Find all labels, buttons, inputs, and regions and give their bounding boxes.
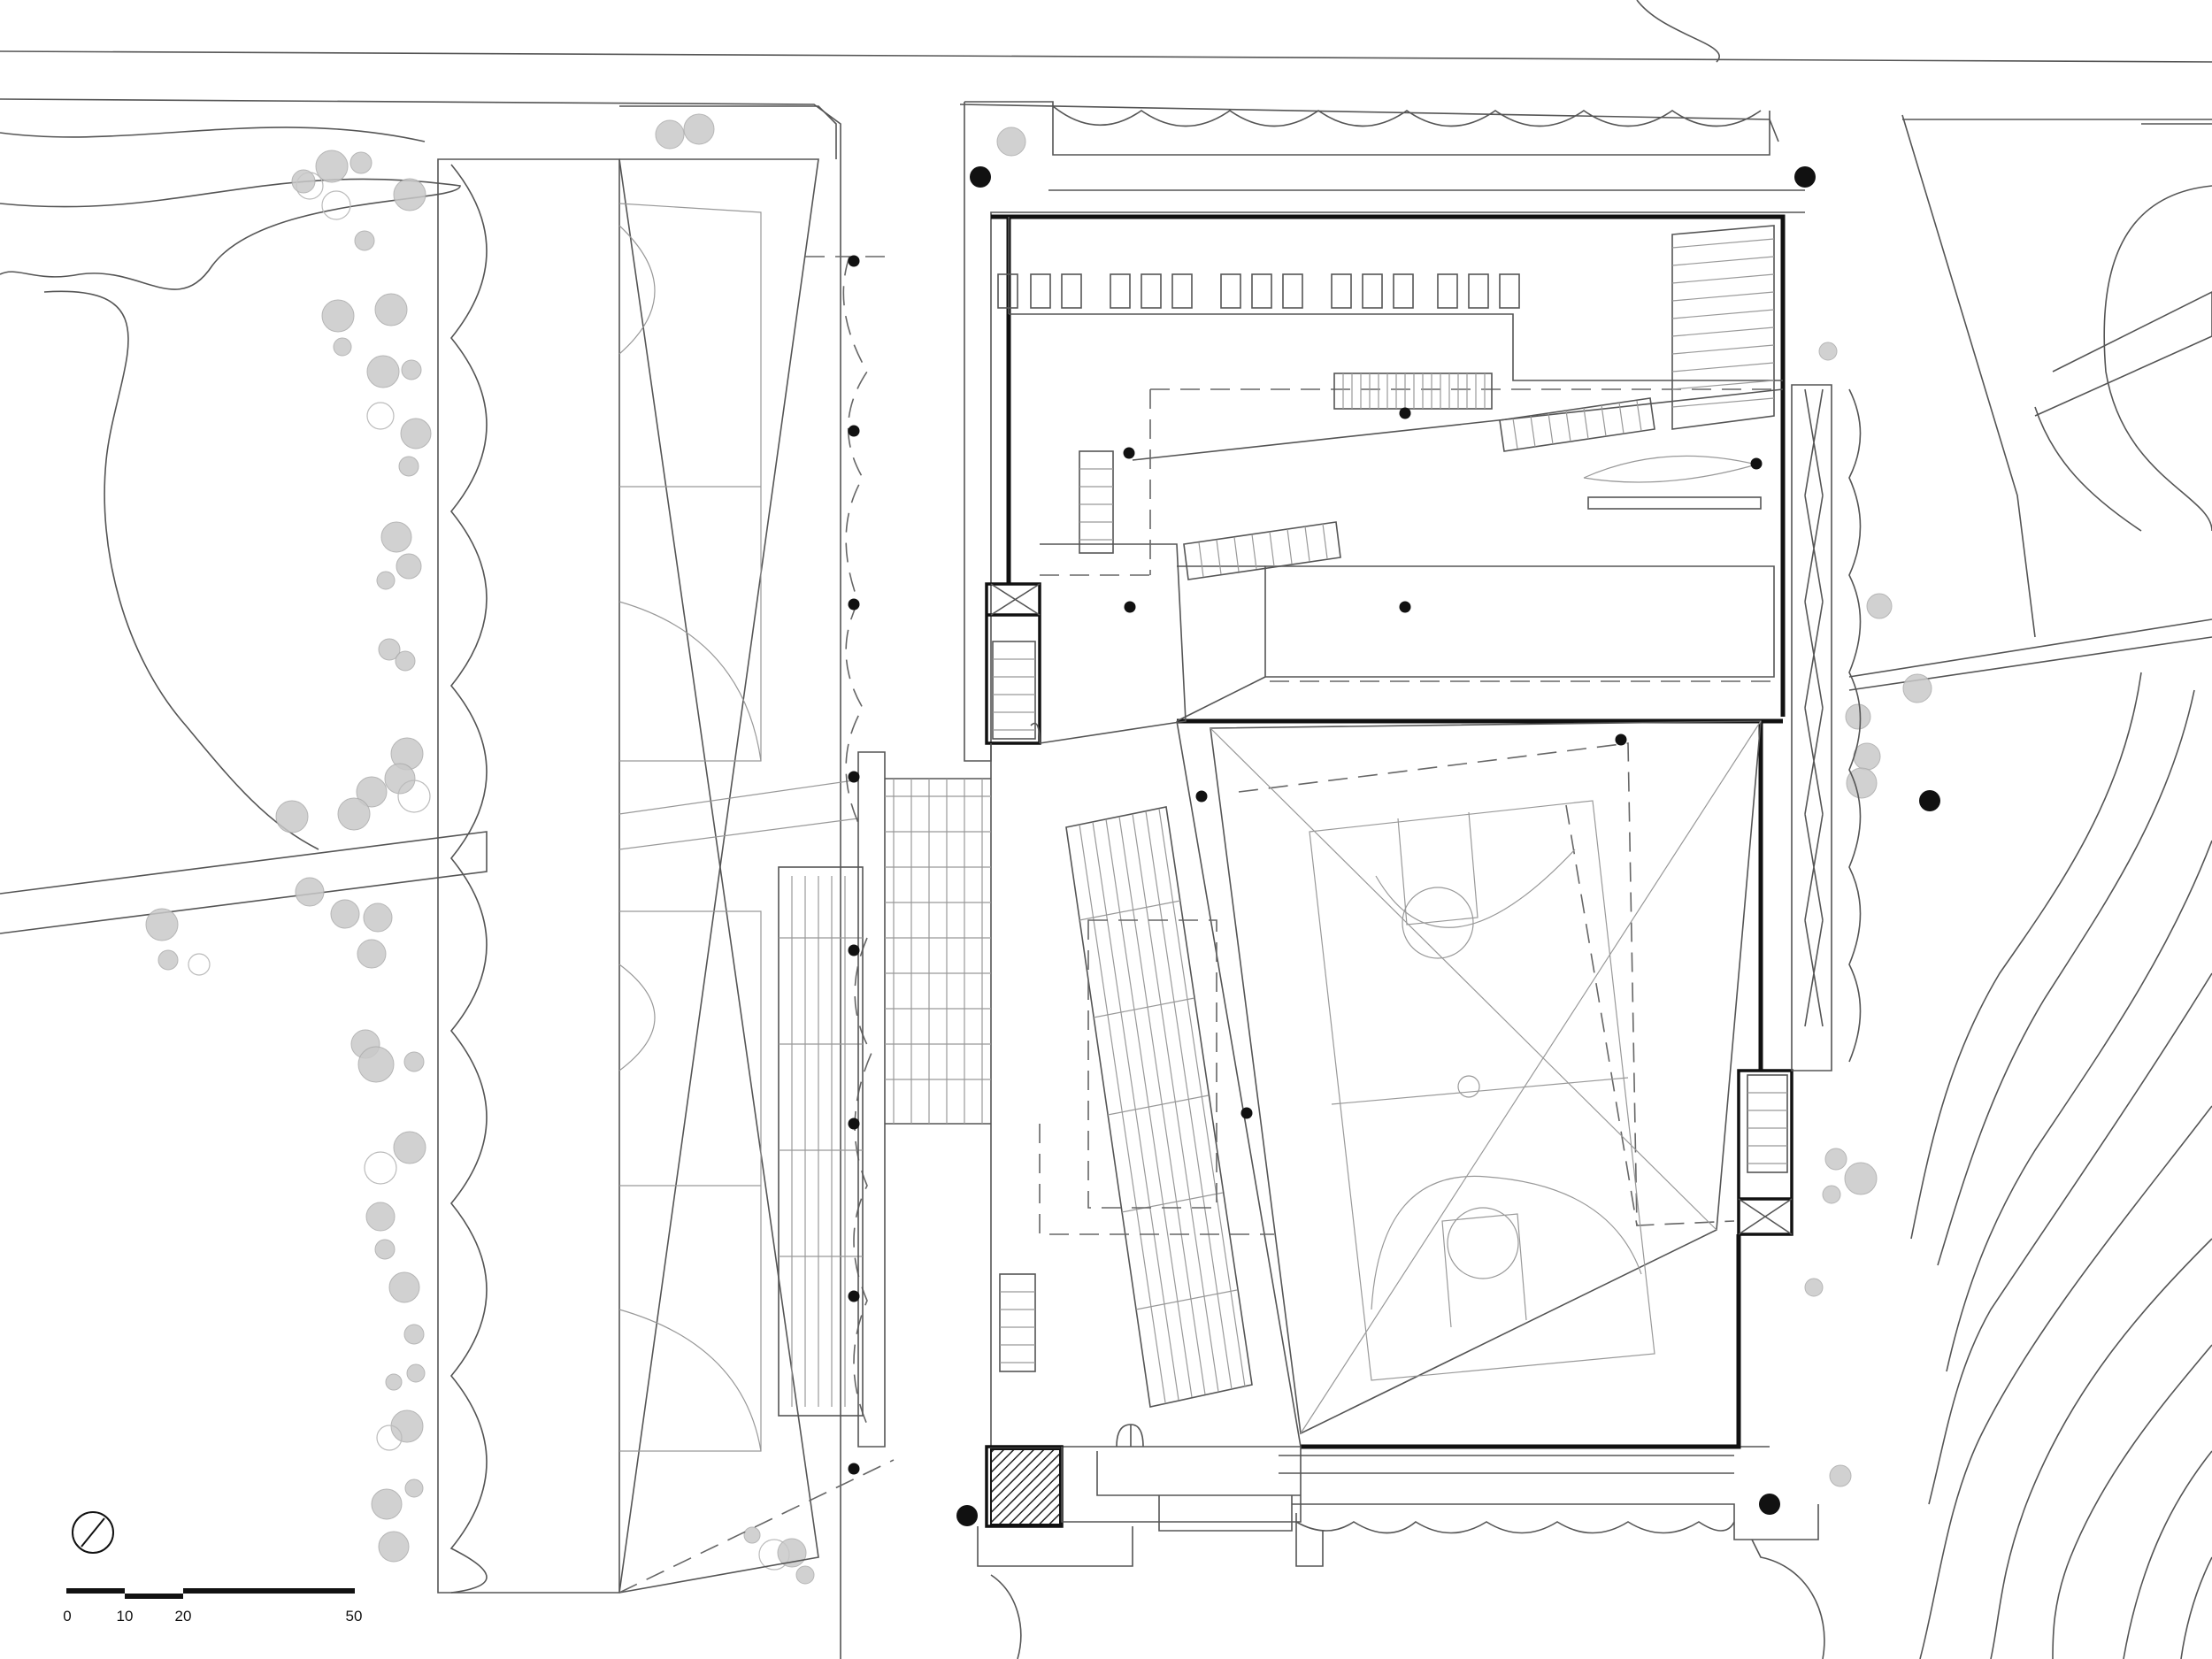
- west-outdoor-courts: [437, 105, 895, 1594]
- scale-bar-segment: [125, 1594, 183, 1599]
- scale-bar: 0 10 20 50: [63, 1588, 362, 1624]
- scale-tick-label: 10: [117, 1608, 134, 1624]
- scale-tick-label: 20: [175, 1608, 192, 1624]
- building-plan: [857, 101, 1862, 1567]
- scale-tick-label: 50: [346, 1608, 363, 1624]
- scale-bar-segment: [66, 1588, 125, 1594]
- structural-columns: [848, 166, 1940, 1526]
- landscape-trees: [145, 113, 1932, 1585]
- scale-bar-segment: [183, 1588, 355, 1594]
- north-arrow-icon: [72, 1511, 114, 1554]
- scale-tick-label: 0: [63, 1608, 71, 1624]
